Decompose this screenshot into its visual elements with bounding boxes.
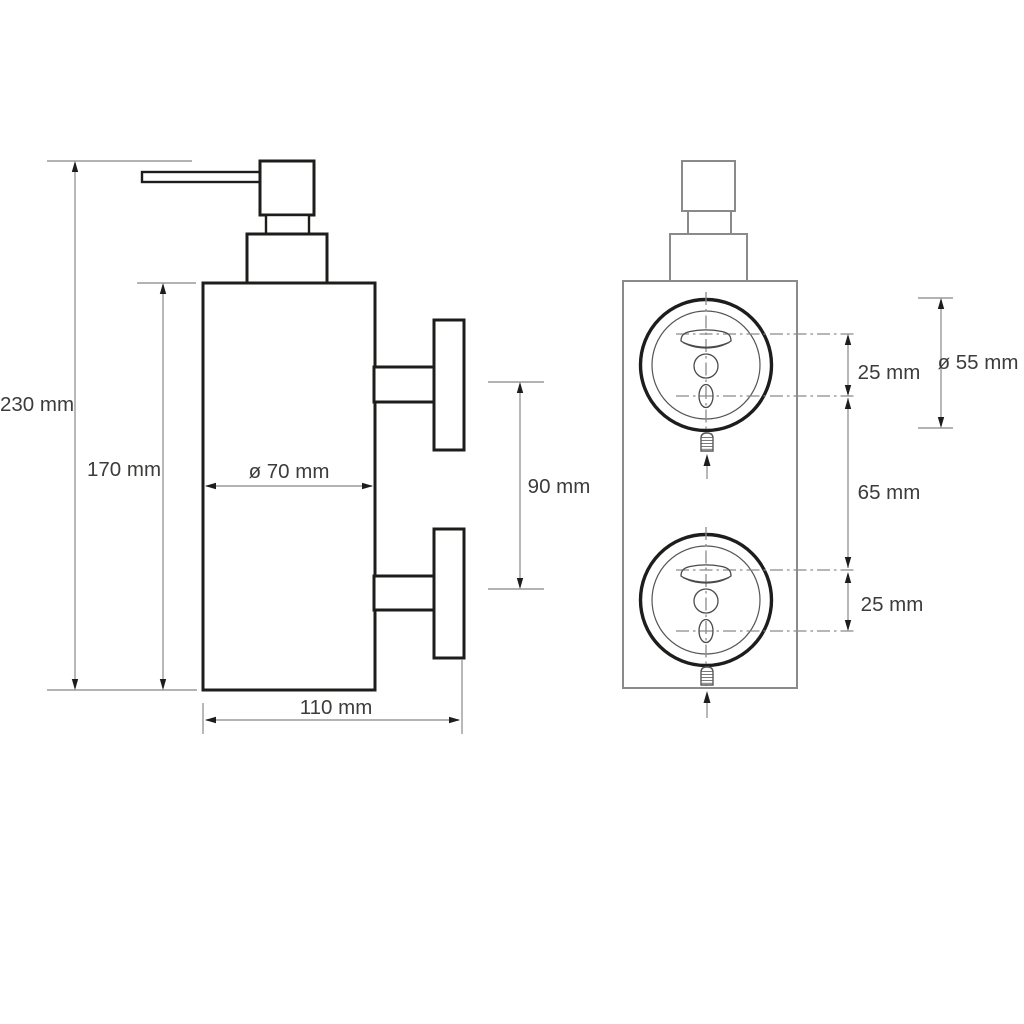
dim-body-height: 170 mm <box>87 282 196 690</box>
dim-label-plate-gap: 65 mm <box>858 481 921 504</box>
pump-head-side <box>258 159 316 217</box>
pump-collar-side <box>245 232 329 285</box>
dim-label-bracket-spacing: 90 mm <box>528 475 591 498</box>
arrow-up <box>159 283 167 294</box>
lower-grub-screw <box>700 666 714 686</box>
upper-screw-direction-arrow <box>703 454 711 479</box>
arrow-up <box>937 298 945 309</box>
dim-label-total-height: 230 mm <box>0 393 74 416</box>
dim-plate-gap: 65 mm <box>844 398 921 568</box>
dim-lower-hole-spacing: 25 mm <box>844 572 924 631</box>
arrow-up <box>844 334 852 345</box>
dim-label-body-height: 170 mm <box>87 458 161 481</box>
arrow-down <box>159 679 167 690</box>
dim-bracket-spacing: 90 mm <box>488 381 591 590</box>
arrow-left <box>205 716 216 724</box>
arrow-down <box>516 578 524 589</box>
arrow-down <box>844 385 852 396</box>
arrow-up <box>703 454 711 466</box>
arrow-down <box>844 620 852 631</box>
upper-grub-screw <box>700 432 714 452</box>
arrow-up <box>71 161 79 172</box>
arrow-up <box>844 572 852 583</box>
front-view: 25 mm ø 55 mm 65 mm 25 mm <box>622 160 1019 718</box>
dim-plate-diameter: ø 55 mm <box>918 297 1019 429</box>
pump-head-front <box>681 160 736 212</box>
arrow-down <box>937 417 945 428</box>
arrow-right <box>449 716 460 724</box>
pump-neck-side <box>264 213 311 236</box>
side-view: 230 mm 170 mm ø 70 mm 110 mm <box>0 159 591 734</box>
arrow-left <box>205 482 216 490</box>
arrow-up <box>703 691 711 703</box>
upper-bracket-arm <box>372 365 436 404</box>
dim-depth: 110 mm <box>202 660 463 734</box>
dim-label-plate-diameter: ø 55 mm <box>938 351 1019 374</box>
upper-wall-plate <box>432 318 466 452</box>
dim-total-height: 230 mm <box>0 160 197 691</box>
lower-wall-plate <box>432 527 466 660</box>
arrow-right <box>362 482 373 490</box>
dim-label-body-diameter: ø 70 mm <box>249 460 330 483</box>
dim-label-lower-hole-spacing: 25 mm <box>861 593 924 616</box>
dim-upper-hole-spacing: 25 mm <box>844 334 921 396</box>
side-view-dispenser <box>140 159 466 692</box>
lower-bracket-arm <box>372 574 436 612</box>
lower-screw-direction-arrow <box>703 691 711 718</box>
dim-label-upper-hole-spacing: 25 mm <box>858 361 921 384</box>
dim-label-depth: 110 mm <box>300 696 373 719</box>
arrow-up <box>844 398 852 409</box>
pump-collar-front <box>669 233 748 282</box>
arrow-up <box>516 382 524 393</box>
pump-neck-front <box>687 210 732 235</box>
arrow-down <box>844 557 852 568</box>
arrow-down <box>71 679 79 690</box>
pump-spout-side <box>140 170 264 184</box>
dim-body-diameter: ø 70 mm <box>205 460 373 490</box>
